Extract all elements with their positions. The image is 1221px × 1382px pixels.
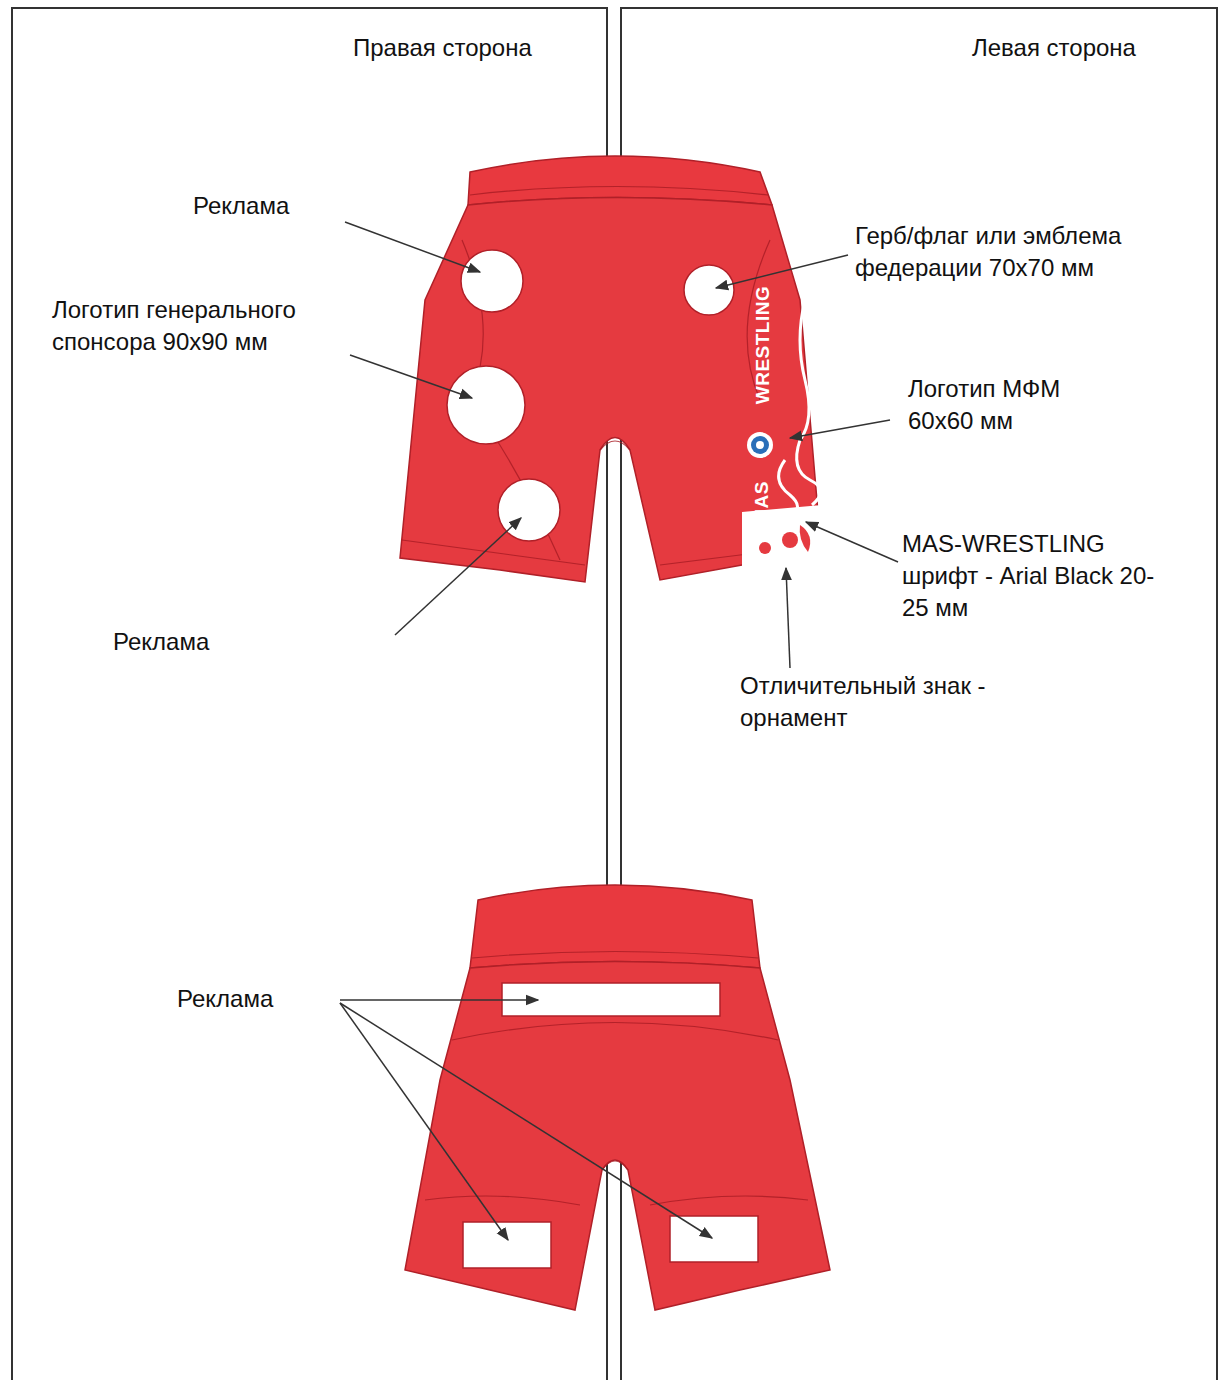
callout-label: Логотип генерального спонсора 90x90 мм xyxy=(52,294,362,358)
callout-label: Логотип МФМ 60x60 мм xyxy=(908,373,1113,437)
shorts-front xyxy=(400,156,825,582)
callout-label: Отличительный знак - орнамент xyxy=(740,670,1070,734)
callout-label: Реклама xyxy=(113,626,263,658)
callout-label: Герб/флаг или эмблема федерации 70x70 мм xyxy=(855,220,1200,284)
shorts-print-text: MAS xyxy=(752,481,771,525)
callout-label: Реклама xyxy=(193,190,343,222)
leader-lines xyxy=(340,222,898,1240)
shorts-back xyxy=(405,885,830,1310)
callout-label: Реклама xyxy=(177,983,327,1015)
side-heading: Левая сторона xyxy=(972,32,1202,64)
callout-label: MAS-WRESTLING шрифт - Arial Black 20-25 … xyxy=(902,528,1164,624)
page-frame xyxy=(12,8,1217,1380)
side-heading: Правая сторона xyxy=(353,32,613,64)
shorts-print-text: WRESTLING xyxy=(753,286,772,405)
